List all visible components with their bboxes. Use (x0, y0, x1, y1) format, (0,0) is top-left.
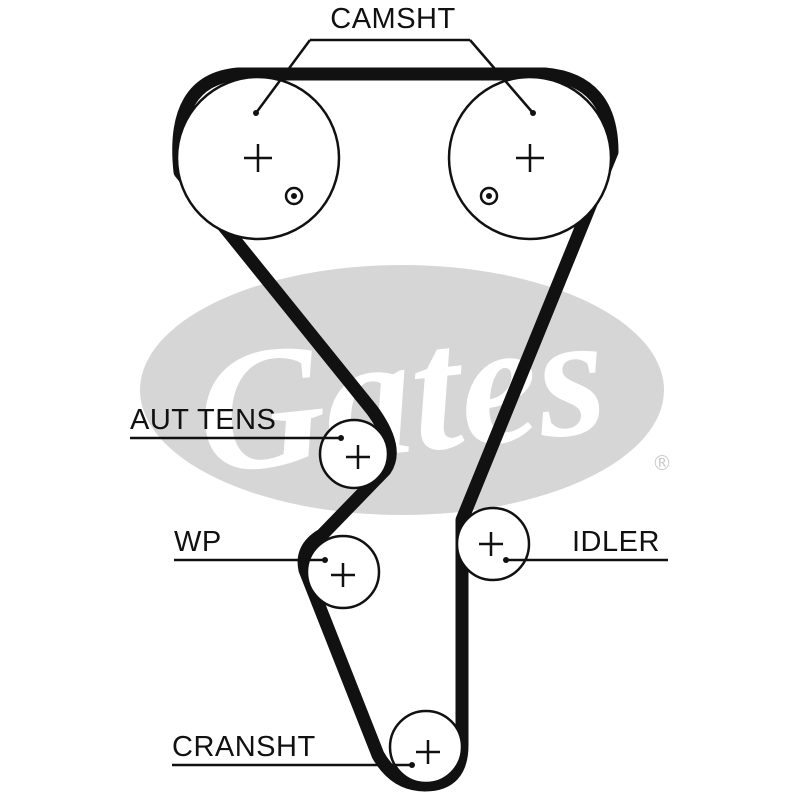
camshaft-label: CAMSHT (330, 3, 455, 35)
center-cross-icon (416, 740, 440, 764)
center-cross-icon (346, 445, 370, 469)
center-cross-icon (479, 532, 503, 556)
idler-pulley (455, 506, 531, 582)
gates-logo-oval (140, 265, 664, 515)
idler-label: IDLER (572, 526, 660, 558)
leader-dot (530, 110, 536, 116)
leader-dot (503, 557, 509, 563)
center-cross-icon (244, 144, 272, 172)
crankshaft-label: CRANSHT (172, 731, 316, 763)
crankshaft-pulley (388, 709, 464, 785)
timing-mark-icon (284, 186, 304, 206)
leader-dot (338, 435, 344, 441)
leader-dot (253, 110, 259, 116)
timing-mark-icon (479, 186, 499, 206)
leader-dot (409, 762, 415, 768)
auto-tensioner-label: AUT TENS (130, 404, 276, 436)
camshaft-pulley-right (447, 75, 613, 241)
gates-logo-watermark: Gates ® (140, 265, 672, 515)
leader-dot (322, 557, 328, 563)
water-pump-label: WP (174, 526, 222, 558)
auto-tensioner-pulley (318, 418, 390, 490)
registered-mark: ® (652, 451, 672, 475)
camshaft-leader (254, 38, 534, 114)
water-pump-pulley (305, 534, 381, 610)
camshaft-pulley-left (175, 75, 341, 241)
center-cross-icon (331, 563, 355, 587)
center-cross-icon (516, 144, 544, 172)
